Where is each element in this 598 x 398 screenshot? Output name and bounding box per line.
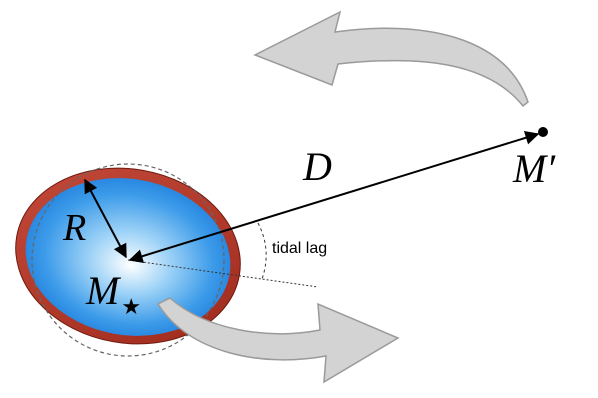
star-mass-label: M★ — [85, 268, 141, 319]
spin-arrow — [156, 297, 400, 384]
tidal-lag-label: tidal lag — [272, 240, 327, 257]
orbit-arrow — [253, 10, 529, 108]
radius-arrow — [84, 178, 127, 259]
star-mass-subscript: ★ — [121, 294, 141, 319]
distance-label: D — [302, 144, 332, 189]
star-mass-symbol: M — [85, 268, 122, 313]
distance-arrow — [128, 131, 540, 263]
tidal-lag-angle — [257, 222, 267, 280]
radius-label: R — [62, 207, 86, 249]
companion-mass-label: M′ — [512, 146, 556, 191]
companion-body — [538, 127, 548, 137]
